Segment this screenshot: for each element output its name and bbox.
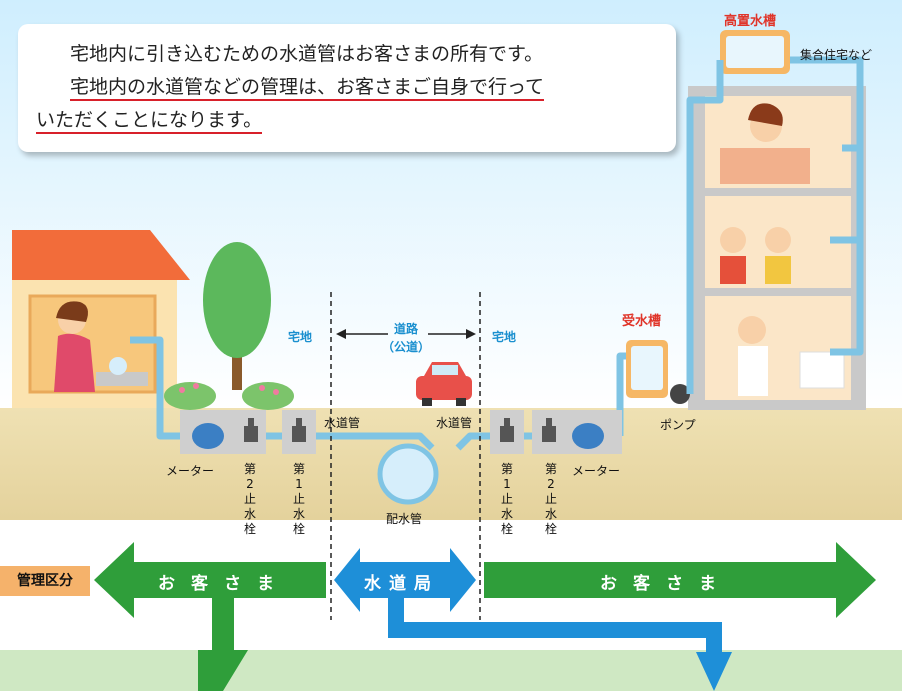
customer-arrow-left xyxy=(94,542,326,618)
pump-label: ポンプ xyxy=(660,418,696,432)
tree xyxy=(164,242,294,410)
water-pipe-label-left: 水道管 xyxy=(324,416,361,430)
ground xyxy=(0,408,902,520)
distribution-main-label: 配水管 xyxy=(386,512,423,526)
meter-label-right: メーター xyxy=(572,464,621,478)
meter-label-left: メーター xyxy=(166,464,215,478)
management-customer-right: お客さま xyxy=(600,574,732,594)
stopcock1-label-right: 第1止水栓 xyxy=(500,462,513,536)
customer-arrow-right xyxy=(484,542,876,618)
bottom-strip xyxy=(0,650,902,691)
meter-left xyxy=(180,410,236,454)
stopcock2-left xyxy=(236,410,266,454)
apartment-label: 集合住宅など xyxy=(800,48,873,62)
stopcock2-label-left: 第2止水栓 xyxy=(243,462,256,536)
distribution-main-pipe xyxy=(377,443,439,505)
management-customer-left: お客さま xyxy=(158,574,290,594)
stopcock1-label-left: 第1止水栓 xyxy=(292,462,305,536)
bureau-arrow xyxy=(334,548,476,612)
meter-right xyxy=(566,410,622,454)
notice-line-2: 宅地内の水道管などの管理は、お客さまご自身で行って xyxy=(70,76,545,101)
residential-label-right: 宅地 xyxy=(492,330,517,344)
stopcock2-label-right: 第2止水栓 xyxy=(544,462,557,536)
stopcock1-left xyxy=(282,410,316,454)
down-arrow-blue-line xyxy=(388,598,722,656)
elevated-tank-label: 高置水槽 xyxy=(724,14,777,29)
notice-line-3: いただくことになります。 xyxy=(36,109,263,134)
down-arrow-blue-head xyxy=(696,652,732,691)
down-arrow-green xyxy=(198,598,248,691)
stopcock2-right xyxy=(532,410,566,454)
management-title: 管理区分 xyxy=(0,566,90,596)
elevated-tank xyxy=(720,30,790,74)
management-bureau: 水道局 xyxy=(364,574,439,594)
water-pipe-label-right: 水道管 xyxy=(436,416,473,430)
car xyxy=(416,362,472,406)
pump xyxy=(670,384,690,404)
receiving-tank xyxy=(626,340,668,398)
apartment-building xyxy=(688,86,866,410)
road-public-label: （公道） xyxy=(382,340,431,354)
residential-label-left: 宅地 xyxy=(288,330,313,344)
stopcock1-right xyxy=(490,410,524,454)
road-label: 道路 xyxy=(394,322,419,336)
notice-callout: 宅地内に引き込むための水道管はお客さまの所有です。 宅地内の水道管などの管理は、… xyxy=(18,24,676,152)
notice-line-1: 宅地内に引き込むための水道管はお客さまの所有です。 xyxy=(70,43,544,65)
receiving-tank-label: 受水槽 xyxy=(622,314,662,329)
house xyxy=(12,230,190,408)
